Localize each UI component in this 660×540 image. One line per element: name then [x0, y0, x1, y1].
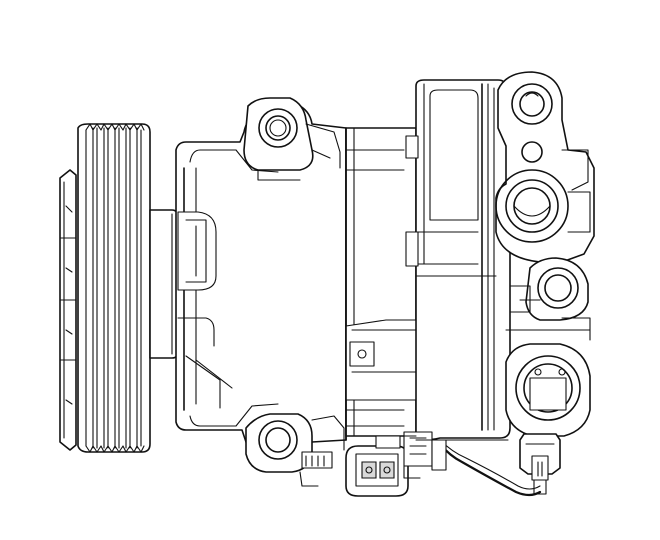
shaft-hub [149, 209, 179, 359]
rear-head-housing [405, 79, 511, 441]
clutch-coil-connector [345, 431, 447, 497]
side-mount-boss [509, 257, 591, 341]
sensor-connector [519, 433, 561, 495]
lower-mount-ear [245, 413, 345, 487]
wiring-harness [438, 439, 542, 497]
refrigerant-port-manifold [495, 71, 595, 263]
clutch-pulley [77, 123, 151, 453]
upper-mount-ear [243, 97, 341, 181]
lower-housing-edges [345, 127, 509, 441]
front-housing [175, 103, 347, 467]
control-valve [505, 329, 591, 437]
clutch-hub-plate [59, 169, 77, 451]
pulley-grooves [85, 127, 142, 449]
